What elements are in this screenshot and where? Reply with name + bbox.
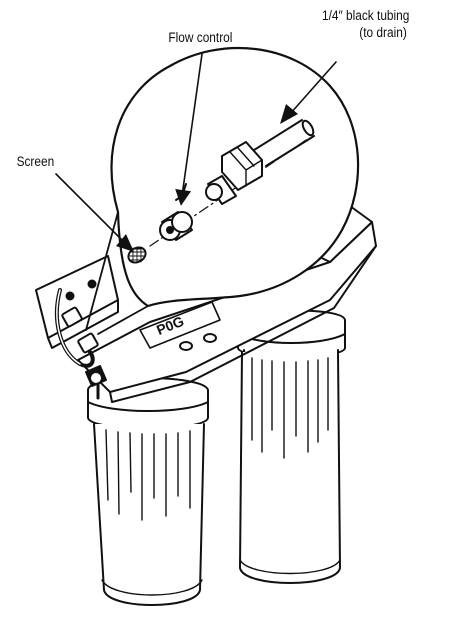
flow-control-arrowhead — [175, 188, 192, 206]
rear-housing-ribs — [251, 357, 329, 459]
front-filter-housing — [87, 377, 209, 606]
flow-control-leader — [181, 53, 203, 197]
leader-lines — [55, 53, 337, 252]
screen-leader — [55, 173, 129, 247]
tubing-label-line2: (to drain) — [359, 25, 407, 40]
flow-control-label: Flow control — [168, 30, 233, 45]
flow-control-part — [159, 211, 193, 241]
screen-arrowhead — [116, 234, 134, 252]
tubing-label-line1: 1/4″ black tubing — [321, 8, 410, 23]
side-fittings — [55, 288, 107, 400]
front-housing-ribs — [105, 429, 191, 521]
rear-filter-housing — [237, 309, 346, 584]
tubing-leader — [289, 61, 337, 115]
screen-label: Screen — [16, 154, 55, 169]
tubing-fitting — [205, 119, 315, 205]
tubing-arrowhead — [280, 104, 298, 124]
